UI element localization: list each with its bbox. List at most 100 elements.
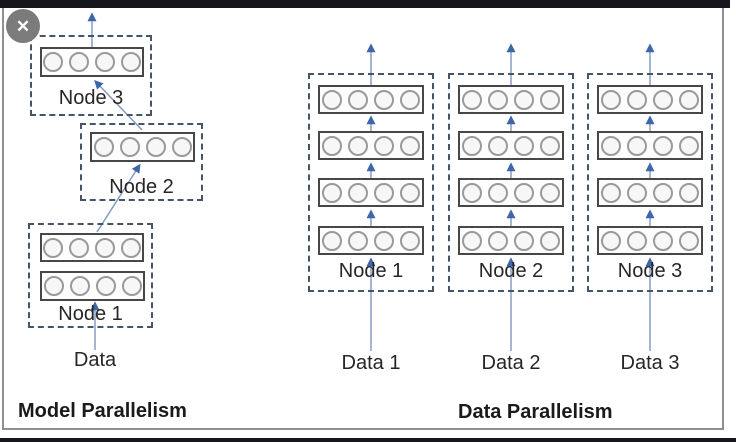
neuron-circle — [514, 135, 534, 156]
neuron-circle — [121, 52, 141, 72]
neuron-circle — [374, 89, 394, 110]
neuron-circle — [601, 230, 621, 251]
model-node3-label: Node 3 — [58, 87, 124, 109]
neuron-circle — [679, 230, 699, 251]
data-node2-layer-4 — [458, 226, 564, 255]
data-node3-layer-4 — [597, 226, 703, 255]
neuron-circle — [348, 182, 368, 203]
neuron-circle — [653, 89, 673, 110]
close-icon: ✕ — [15, 16, 31, 36]
neuron-circle — [95, 237, 115, 258]
neuron-circle — [540, 230, 560, 251]
data-node3-label: Node 3 — [617, 260, 683, 282]
neuron-circle — [601, 182, 621, 203]
model-node2-box — [80, 123, 203, 201]
neuron-circle — [348, 135, 368, 156]
neuron-circle — [69, 276, 90, 296]
neuron-circle — [374, 230, 394, 251]
data-node1-layer-2 — [318, 131, 424, 160]
data-node3-layer-1 — [597, 85, 703, 114]
data-node2-label: Node 2 — [478, 260, 544, 282]
neuron-circle — [322, 89, 342, 110]
data-node2-layer-2 — [458, 131, 564, 160]
neuron-circle — [374, 135, 394, 156]
neuron-circle — [514, 182, 534, 203]
data-node3-layer-2 — [597, 131, 703, 160]
neuron-circle — [679, 182, 699, 203]
neuron-circle — [488, 135, 508, 156]
neuron-circle — [488, 89, 508, 110]
data-input1-label: Data 1 — [341, 352, 401, 374]
neuron-circle — [374, 182, 394, 203]
model-node2-label: Node 2 — [109, 176, 174, 198]
neuron-circle — [540, 182, 560, 203]
model-node1-box — [28, 223, 153, 328]
data-node2-box — [448, 73, 574, 292]
neuron-circle — [627, 230, 647, 251]
neuron-circle — [43, 237, 63, 258]
neuron-circle — [601, 89, 621, 110]
data-node3-box — [587, 73, 713, 292]
data-parallelism-title: Data Parallelism — [458, 401, 613, 423]
neuron-circle — [69, 52, 89, 72]
bottom-edge-bar — [0, 438, 736, 442]
neuron-circle — [400, 230, 420, 251]
model-parallelism-title: Model Parallelism — [18, 400, 187, 422]
neuron-circle — [627, 182, 647, 203]
neuron-circle — [322, 135, 342, 156]
neuron-circle — [514, 89, 534, 110]
neuron-circle — [627, 135, 647, 156]
data-node1-box — [308, 73, 434, 292]
data-node3-layer-3 — [597, 178, 703, 207]
neuron-circle — [462, 182, 482, 203]
neuron-circle — [679, 135, 699, 156]
neuron-circle — [171, 137, 192, 157]
data-input3-label: Data 3 — [620, 352, 680, 374]
model-node2-layer — [90, 132, 195, 162]
data-input2-label: Data 2 — [481, 352, 541, 374]
model-node1-layer-lower — [40, 271, 145, 301]
neuron-circle — [488, 182, 508, 203]
neuron-circle — [514, 230, 534, 251]
model-node1-layer-upper — [40, 233, 144, 262]
neuron-circle — [679, 89, 699, 110]
neuron-circle — [95, 276, 116, 296]
neuron-circle — [119, 137, 140, 157]
neuron-circle — [69, 237, 89, 258]
neuron-circle — [322, 182, 342, 203]
neuron-circle — [462, 135, 482, 156]
neuron-circle — [653, 230, 673, 251]
data-node1-layer-4 — [318, 226, 424, 255]
neuron-circle — [653, 182, 673, 203]
data-node2-layer-1 — [458, 85, 564, 114]
neuron-circle — [540, 89, 560, 110]
neuron-circle — [540, 135, 560, 156]
data-parallelism-arrows — [366, 43, 655, 351]
neuron-circle — [121, 237, 141, 258]
neuron-circle — [43, 52, 63, 72]
data-node1-label: Node 1 — [338, 260, 404, 282]
neuron-circle — [400, 182, 420, 203]
neuron-circle — [121, 276, 142, 296]
model-node3-layer — [40, 47, 144, 77]
neuron-circle — [348, 230, 368, 251]
neuron-circle — [93, 137, 114, 157]
neuron-circle — [653, 135, 673, 156]
neuron-circle — [322, 230, 342, 251]
model-data-label: Data — [73, 349, 117, 371]
neuron-circle — [601, 135, 621, 156]
neuron-circle — [627, 89, 647, 110]
neuron-circle — [95, 52, 115, 72]
neuron-circle — [462, 230, 482, 251]
model-node3-box — [30, 35, 152, 116]
close-button[interactable]: ✕ — [6, 9, 40, 43]
data-node2-layer-3 — [458, 178, 564, 207]
model-node1-label: Node 1 — [58, 303, 123, 325]
neuron-circle — [462, 89, 482, 110]
neuron-circle — [400, 135, 420, 156]
top-edge-bar — [0, 0, 730, 8]
data-node1-layer-3 — [318, 178, 424, 207]
neuron-circle — [400, 89, 420, 110]
neuron-circle — [145, 137, 166, 157]
